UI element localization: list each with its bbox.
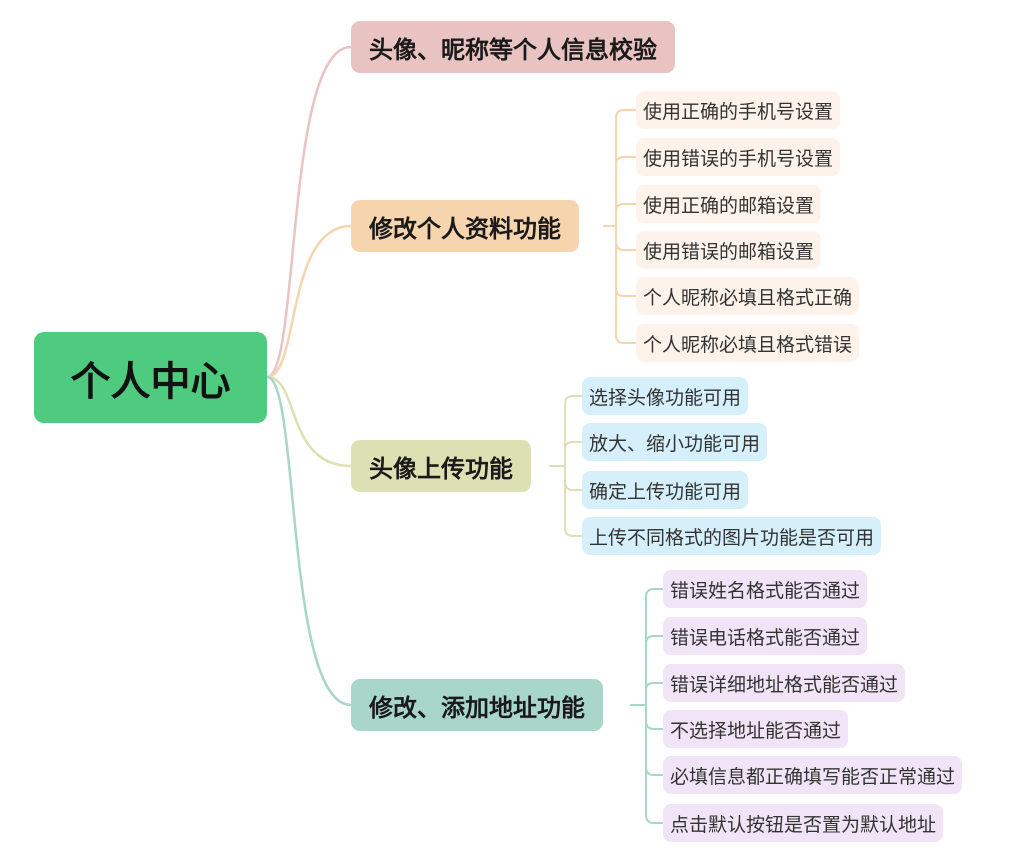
branch-node-edit-profile[interactable]: 修改个人资料功能: [351, 200, 579, 252]
leaf-node[interactable]: 个人昵称必填且格式正确: [636, 277, 860, 315]
leaf-node[interactable]: 错误电话格式能否通过: [663, 617, 868, 655]
leaf-node[interactable]: 必填信息都正确填写能否正常通过: [663, 756, 963, 794]
root-to-branch-2-line: [266, 224, 352, 379]
leaf-node[interactable]: 错误详细地址格式能否通过: [663, 664, 906, 702]
leaf-node[interactable]: 确定上传功能可用: [582, 471, 749, 509]
leaf-node[interactable]: 错误姓名格式能否通过: [663, 570, 868, 608]
branch-3-leaf-lines: [549, 395, 582, 537]
leaf-node[interactable]: 使用正确的邮箱设置: [636, 185, 822, 223]
leaf-node[interactable]: 使用错误的手机号设置: [636, 138, 841, 176]
root-to-branch-3-line: [266, 375, 352, 468]
branch-2-leaf-lines: [603, 109, 636, 344]
leaf-node[interactable]: 使用错误的邮箱设置: [636, 231, 822, 269]
root-node[interactable]: 个人中心: [34, 332, 267, 423]
root-to-branch-4-line: [266, 375, 352, 707]
leaf-node[interactable]: 放大、缩小功能可用: [582, 423, 768, 461]
leaf-node[interactable]: 点击默认按钮是否置为默认地址: [663, 804, 944, 842]
branch-node-edit-address[interactable]: 修改、添加地址功能: [351, 679, 603, 731]
root-to-branch-1-line: [266, 45, 352, 379]
leaf-node[interactable]: 选择头像功能可用: [582, 377, 749, 415]
branch-node-avatar-upload[interactable]: 头像上传功能: [351, 440, 531, 492]
branch-node-profile-validation[interactable]: 头像、昵称等个人信息校验: [351, 21, 675, 73]
branch-4-leaf-lines: [630, 588, 663, 824]
leaf-node[interactable]: 个人昵称必填且格式错误: [636, 324, 860, 362]
leaf-node[interactable]: 上传不同格式的图片功能是否可用: [582, 517, 882, 555]
leaf-node[interactable]: 不选择地址能否通过: [663, 710, 849, 748]
leaf-node[interactable]: 使用正确的手机号设置: [636, 91, 841, 129]
